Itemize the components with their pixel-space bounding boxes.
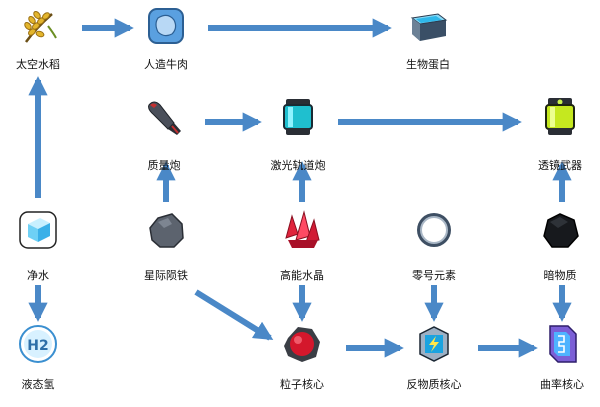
rice-icon <box>24 11 57 43</box>
ice-cube-icon <box>19 211 57 249</box>
label-dark-matter: 暗物质 <box>543 269 577 282</box>
label-high-energy-crystal: 高能水晶 <box>280 269 324 282</box>
label-mass-cannon: 质量炮 <box>147 159 181 172</box>
lens-capsule-icon <box>545 98 575 135</box>
meat-icon <box>148 8 184 44</box>
label-interstellar-iron: 星际陨铁 <box>144 269 188 282</box>
battery-cell-icon <box>549 325 577 363</box>
label-liquid-hydrogen: 液态氢 <box>21 378 55 391</box>
laser-capsule-icon <box>283 99 313 135</box>
ring-orb-icon <box>417 213 451 247</box>
meteorite-icon <box>149 213 184 248</box>
label-lens-weapon: 透镜武器 <box>538 159 582 172</box>
label-zero-element: 零号元素 <box>412 269 456 282</box>
label-artificial-beef: 人造牛肉 <box>144 58 188 71</box>
dark-rock-icon <box>543 213 579 248</box>
label-space-rice: 太空水稻 <box>16 58 60 71</box>
label-curvature-core: 曲率核心 <box>540 378 584 391</box>
label-laser-rail-gun: 激光轨道炮 <box>270 159 326 172</box>
svg-text:H2: H2 <box>27 338 48 354</box>
red-crystal-icon <box>285 210 320 248</box>
label-particle-core: 粒子核心 <box>280 378 324 391</box>
protein-container-icon <box>410 13 448 41</box>
arrow-interstellar-iron-to-particle-core <box>194 289 274 341</box>
label-bio-egg-white: 生物蛋白 <box>406 58 450 71</box>
label-pure-water: 净水 <box>27 269 49 282</box>
lightning-cube-icon <box>419 326 449 362</box>
cannon-shell-icon <box>148 101 181 135</box>
label-antimatter-core: 反物质核心 <box>406 378 462 391</box>
red-core-icon <box>284 327 320 362</box>
h2-orb-icon: H2 <box>19 325 57 363</box>
